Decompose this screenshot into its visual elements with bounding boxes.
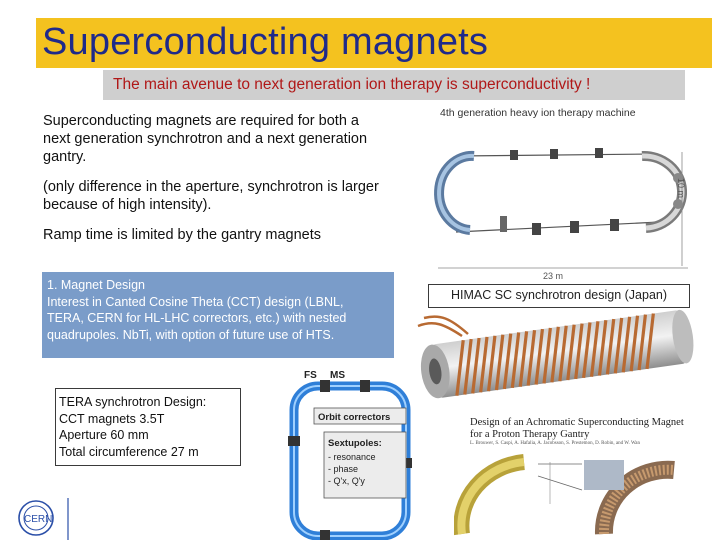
paragraph-ramp-time: Ramp time is limited by the gantry magne… xyxy=(43,227,322,243)
synchrotron-layout-figure xyxy=(434,148,688,269)
tera-line: TERA synchrotron Design: xyxy=(59,395,207,409)
paragraph-aperture: (only difference in the aperture, synchr… xyxy=(43,179,379,213)
magnet-design-line: TERA, CERN for HL-LHC correctors, etc.) … xyxy=(47,311,347,325)
slide-title: Superconducting magnets xyxy=(42,21,489,63)
gantry-paper-authors: L. Brouwer, S. Caspi, A. Hafalia, A. Jac… xyxy=(470,441,640,446)
himac-caption: HIMAC SC synchrotron design (Japan) xyxy=(450,288,668,302)
tera-line: Total circumference 27 m xyxy=(59,444,199,459)
himac-caption-box: HIMAC SC synchrotron design (Japan) xyxy=(428,284,690,308)
logo-text: CERN xyxy=(24,514,52,525)
subtitle-bar xyxy=(103,70,685,100)
cct-magnet-figure xyxy=(417,309,694,399)
label-ms: MS xyxy=(330,370,345,381)
callout-orbit-correctors: Orbit correctors xyxy=(318,412,390,423)
tera-line: CCT magnets 3.5T xyxy=(59,411,165,426)
tera-design-box: TERA synchrotron Design: CCT magnets 3.5… xyxy=(55,388,241,466)
magnet-design-line: quadrupoles. NbTi, with option of future… xyxy=(47,327,335,342)
label-fs: FS xyxy=(304,370,317,381)
dimension-width-label: 23 m xyxy=(543,271,564,281)
synchrotron-figure-title: 4th generation heavy ion therapy machine xyxy=(440,107,636,119)
gantry-paper-figure xyxy=(454,404,690,540)
callout-item: - Q'x, Q'y xyxy=(328,476,365,486)
magnet-design-heading: 1. Magnet Design xyxy=(47,278,145,292)
callout-item: - resonance xyxy=(328,452,376,462)
dimension-height-label: 10 m xyxy=(676,178,686,199)
tera-line: Aperture 60 mm xyxy=(59,428,149,442)
paragraph-requirements: Superconducting magnets are required for… xyxy=(43,113,368,165)
magnet-design-line: Interest in Canted Cosine Theta (CCT) de… xyxy=(47,294,344,309)
cern-logo-icon: CERN xyxy=(18,498,69,540)
callout-item: - phase xyxy=(328,464,358,474)
title-bar xyxy=(36,18,712,68)
gantry-paper-title: Design of an Achromatic Superconducting … xyxy=(470,417,684,440)
magnet-design-box: 1. Magnet Design Interest in Canted Cosi… xyxy=(42,272,394,358)
tera-ring-figure: FS MS Orbit correctors Sextupoles: - res… xyxy=(288,370,412,540)
callout-sextupoles: Sextupoles: xyxy=(328,438,382,449)
slide-subtitle: The main avenue to next generation ion t… xyxy=(113,76,591,93)
